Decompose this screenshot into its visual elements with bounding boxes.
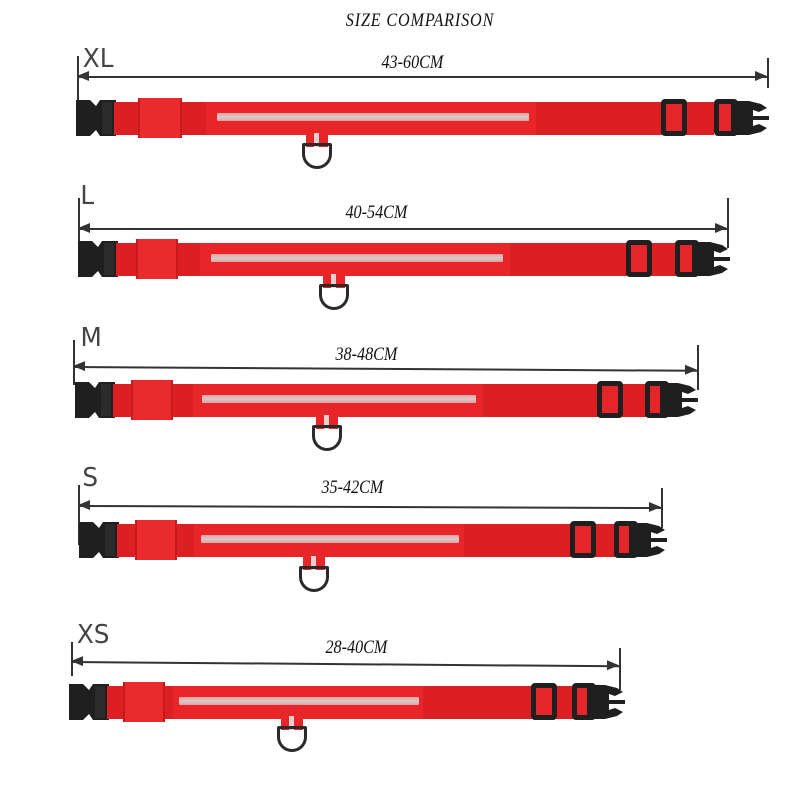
- size-range: 38-48CM: [335, 344, 398, 365]
- size-label: M: [80, 323, 102, 353]
- measure-end-line: [727, 198, 729, 248]
- collar-fold: [123, 682, 165, 722]
- measure-end-line: [697, 345, 699, 390]
- reflective-strip: [211, 254, 503, 262]
- size-label: L: [80, 181, 95, 211]
- collar-image: [75, 380, 698, 422]
- d-ring-icon: [312, 425, 342, 451]
- collar-image: [78, 239, 730, 281]
- buckle-female-icon: [76, 100, 116, 136]
- size-range: 43-60CM: [381, 52, 444, 73]
- size-row-xl: XL 43-60CM: [0, 0, 800, 169]
- size-range: 35-42CM: [321, 477, 384, 498]
- d-ring-icon: [277, 726, 307, 752]
- d-ring-icon: [299, 566, 329, 592]
- buckle-female-icon: [79, 522, 119, 558]
- measure-start-line: [78, 198, 80, 268]
- size-row-xs: XS 28-40CM: [0, 0, 800, 752]
- size-label: XL: [82, 44, 114, 74]
- size-row-m: M 38-48CM: [0, 0, 800, 451]
- size-range: 28-40CM: [325, 637, 388, 658]
- size-label: XS: [76, 620, 110, 650]
- collar-image: [76, 98, 770, 140]
- collar-fold: [131, 380, 173, 420]
- measure-end-line: [767, 58, 769, 88]
- slider-adjuster: [570, 521, 596, 558]
- reflective-strip: [201, 535, 459, 543]
- measure-start-line: [78, 485, 80, 545]
- measure-arrow: [77, 505, 661, 509]
- measure-start-line: [77, 56, 79, 136]
- collar-fold: [135, 520, 177, 560]
- page-title: SIZE COMPARISON: [345, 10, 495, 31]
- slider-adjuster: [661, 99, 687, 136]
- size-range: 40-54CM: [345, 202, 408, 223]
- slider-adjuster: [597, 381, 623, 418]
- reflective-strip: [179, 697, 419, 705]
- collar-image: [79, 520, 667, 562]
- size-row-s: S 35-42CM: [0, 0, 800, 592]
- slider-adjuster: [626, 240, 652, 277]
- collar-image: [69, 682, 629, 724]
- size-row-l: L 40-54CM: [0, 0, 800, 310]
- reflective-strip: [202, 395, 476, 403]
- buckle-female-icon: [69, 684, 109, 720]
- measure-arrow: [72, 366, 697, 372]
- collar-fold: [136, 239, 178, 279]
- reflective-strip: [217, 113, 529, 121]
- measure-arrow: [78, 224, 727, 232]
- buckle-male-icon: [731, 101, 769, 135]
- buckle-female-icon: [75, 382, 115, 418]
- d-ring-icon: [302, 143, 332, 169]
- buckle-male-icon: [629, 523, 667, 557]
- buckle-male-icon: [692, 242, 730, 276]
- measure-end-line: [661, 488, 663, 528]
- collar-fold: [138, 98, 182, 138]
- measure-arrow: [70, 661, 619, 667]
- buckle-female-icon: [78, 241, 118, 277]
- buckle-male-icon: [587, 685, 625, 719]
- measure-end-line: [619, 648, 621, 690]
- d-ring-icon: [319, 284, 349, 310]
- slider-adjuster: [531, 683, 557, 720]
- size-label: S: [82, 463, 99, 493]
- measure-arrow: [77, 72, 767, 80]
- buckle-male-icon: [660, 383, 698, 417]
